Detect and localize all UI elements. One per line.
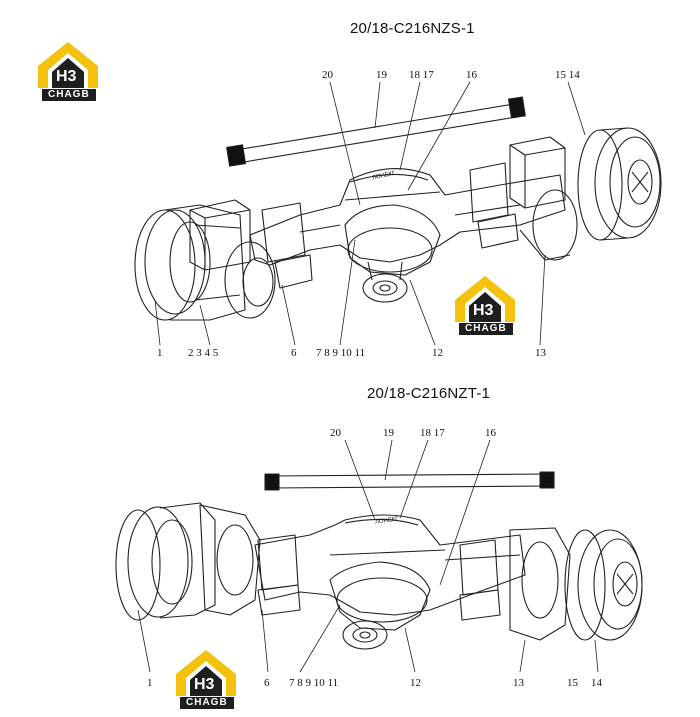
- top-callout-19: 19: [376, 69, 387, 81]
- bottom-right-wheel-hub: [564, 529, 643, 641]
- bottom-callout-13: 13: [513, 677, 524, 689]
- top-callout-13: 13: [535, 347, 546, 359]
- top-callout-2-3-4-5: 2 3 4 5: [188, 347, 219, 359]
- top-differential: [344, 204, 441, 303]
- bottom-callout-16: 16: [485, 427, 496, 439]
- bottom-leader-lines: [137, 439, 599, 673]
- bottom-callout-18-17: 18 17: [420, 427, 445, 439]
- brand-logo-middle: H3 CHAGB: [455, 276, 517, 336]
- bottom-differential: [329, 561, 431, 650]
- bottom-callout-20: 20: [330, 427, 341, 439]
- top-right-spring-seat: [509, 136, 566, 209]
- top-diagram-title: 20/18-C216NZS-1: [350, 20, 475, 37]
- bottom-callout-12: 12: [410, 677, 421, 689]
- bottom-bracket-6: [257, 534, 301, 616]
- top-callout-18-17: 18 17: [409, 69, 434, 81]
- top-right-wheel-hub: [577, 127, 662, 241]
- logo-mark: H3: [194, 676, 215, 693]
- brand-logo-top-left: H3 CHAGB: [38, 42, 100, 102]
- bottom-left-wheel-hub: [115, 502, 216, 621]
- bottom-right-knuckle: [509, 527, 571, 641]
- bottom-callout-7-11: 7 8 9 10 11: [289, 677, 339, 689]
- bottom-callout-1: 1: [147, 677, 153, 689]
- top-callout-20: 20: [322, 69, 333, 81]
- logo-mark: H3: [473, 302, 494, 319]
- logo-brand: CHAGB: [186, 697, 228, 708]
- top-axle-housing: [249, 168, 566, 266]
- top-callout-6: 6: [291, 347, 297, 359]
- top-axle-shaft: [226, 96, 526, 167]
- brand-logo-bottom: H3 CHAGB: [176, 650, 238, 710]
- bottom-callout-14: 14: [591, 677, 602, 689]
- top-right-knuckle: [519, 189, 578, 261]
- bottom-axle-housing: [254, 514, 526, 616]
- bottom-right-bracket: [459, 539, 501, 621]
- top-leader-lines: [154, 81, 586, 346]
- logo-mark: H3: [56, 68, 77, 85]
- bottom-callout-19: 19: [383, 427, 394, 439]
- logo-brand: CHAGB: [465, 323, 507, 334]
- bottom-axle-shaft: [264, 471, 555, 491]
- bottom-diagram-title: 20/18-C216NZT-1: [367, 385, 491, 402]
- top-callout-7-11: 7 8 9 10 11: [316, 347, 366, 359]
- top-left-brake: [224, 241, 276, 319]
- top-callout-16: 16: [466, 69, 477, 81]
- bottom-left-knuckle: [199, 504, 261, 616]
- top-callout-12: 12: [432, 347, 443, 359]
- top-callout-15-14: 15 14: [555, 69, 580, 81]
- logo-brand: CHAGB: [48, 89, 90, 100]
- bottom-callout-15: 15: [567, 677, 578, 689]
- bottom-callout-6: 6: [264, 677, 270, 689]
- top-right-bracket: [469, 162, 519, 249]
- top-bracket-6: [261, 202, 313, 289]
- top-callout-1: 1: [157, 347, 163, 359]
